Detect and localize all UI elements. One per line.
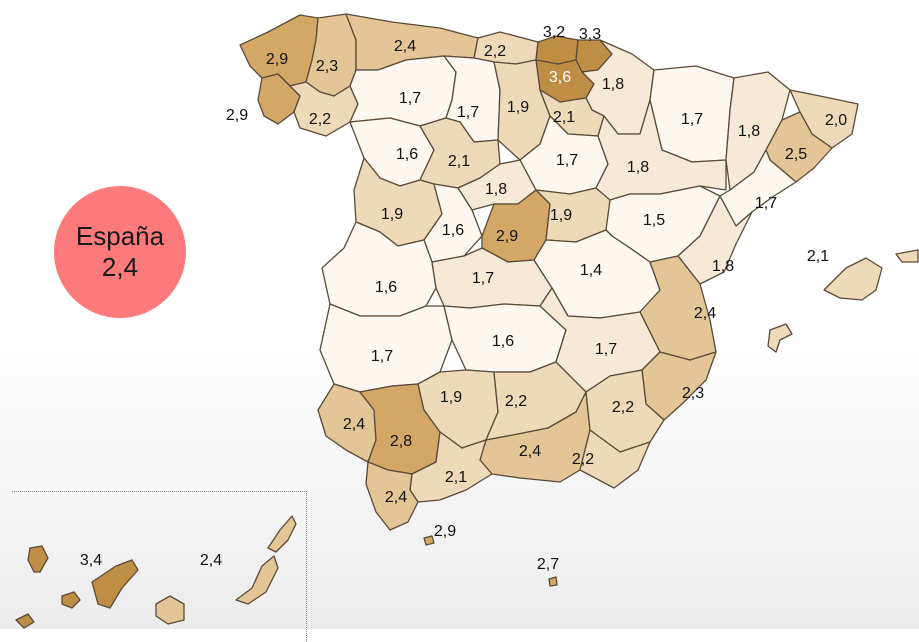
region-label-cordoba: 1,9 [440, 389, 462, 406]
region-label-palencia: 1,7 [457, 104, 479, 121]
region-shape-tarragona[interactable] [719, 149, 797, 227]
region-shape-ceuta[interactable] [423, 535, 435, 546]
region-shape-las-palmas-grancanaria[interactable] [155, 595, 185, 625]
region-label-huelva: 2,4 [343, 416, 365, 433]
region-label-a-coruna: 2,9 [266, 51, 288, 68]
region-label-cuenca: 1,4 [580, 262, 602, 279]
region-label-leon: 1,7 [399, 90, 421, 107]
region-shape-baleares-mallorca[interactable] [823, 257, 883, 301]
region-shape-sc-tenerife-gomera[interactable] [61, 591, 81, 609]
region-shape-baleares-menorca[interactable] [895, 249, 919, 263]
region-shape-sc-tenerife-tenerife[interactable] [91, 559, 139, 609]
region-label-toledo: 1,7 [472, 270, 494, 287]
region-label-almeria: 2,2 [572, 451, 594, 468]
region-label-badajoz: 1,7 [371, 348, 393, 365]
region-label-jaen: 2,2 [505, 393, 527, 410]
region-label-melilla: 2,7 [537, 556, 559, 573]
canary-islands-inset-frame [12, 491, 307, 642]
region-label-lugo: 2,3 [316, 58, 338, 75]
region-label-alicante: 2,3 [682, 385, 704, 402]
region-label-sevilla: 2,8 [390, 433, 412, 450]
region-label-lleida: 1,8 [738, 123, 760, 140]
region-label-ceuta: 2,9 [434, 523, 456, 540]
region-label-burgos: 1,9 [507, 99, 529, 116]
region-label-valencia: 2,4 [694, 305, 716, 322]
region-shape-almeria[interactable] [579, 429, 651, 489]
region-label-zamora: 1,6 [396, 146, 418, 163]
region-label-castellon: 1,8 [712, 258, 734, 275]
region-label-albacete: 1,7 [595, 341, 617, 358]
region-label-salamanca: 1,9 [381, 206, 403, 223]
region-label-madrid: 2,9 [496, 228, 518, 245]
region-label-caceres: 1,6 [375, 279, 397, 296]
region-shape-castellon[interactable] [677, 195, 753, 285]
region-label-las-palmas: 2,4 [200, 552, 222, 569]
region-shape-cadiz[interactable] [365, 461, 419, 531]
region-label-girona: 2,0 [825, 112, 847, 129]
region-label-navarra: 1,8 [602, 76, 624, 93]
region-shape-sc-tenerife-hierro[interactable] [15, 613, 35, 629]
region-label-zaragoza: 1,8 [627, 159, 649, 176]
region-label-baleares: 2,1 [807, 248, 829, 265]
region-label-avila: 1,6 [442, 222, 464, 239]
region-label-pontevedra: 2,9 [226, 107, 248, 124]
national-average-name: España [75, 221, 165, 251]
region-label-bizkaia: 3,2 [543, 24, 565, 41]
region-shape-baleares-ibiza[interactable] [767, 323, 793, 353]
region-label-huesca: 1,7 [681, 111, 703, 128]
national-average-value: 2,4 [101, 252, 139, 282]
region-label-gipuzkoa: 3,3 [579, 26, 601, 43]
region-shape-sc-tenerife-lapalma[interactable] [27, 545, 49, 573]
region-label-ourense: 2,2 [309, 111, 331, 128]
region-label-la-rioja: 2,1 [553, 109, 575, 126]
region-label-sc-tenerife: 3,4 [80, 552, 102, 569]
region-label-tarragona: 1,7 [755, 195, 777, 212]
region-shape-las-palmas-fuerteventura[interactable] [235, 555, 279, 605]
spain-province-map: 2,9 2,3 2,4 2,9 2,2 2,2 3,2 3,3 3,6 1,8 … [15, 13, 919, 629]
region-label-granada: 2,4 [519, 443, 541, 460]
national-average-badge: España 2,4 [54, 186, 186, 318]
region-label-soria: 1,7 [556, 152, 578, 169]
region-label-ciudad-real: 1,6 [492, 333, 514, 350]
region-shape-zaragoza[interactable] [595, 99, 727, 201]
region-shape-las-palmas-lanzarote[interactable] [267, 515, 297, 553]
region-label-barcelona: 2,5 [785, 146, 807, 163]
region-label-guadalajara: 1,9 [550, 207, 572, 224]
region-shape-melilla[interactable] [548, 576, 558, 587]
region-label-segovia: 1,8 [485, 181, 507, 198]
region-label-teruel: 1,5 [643, 212, 665, 229]
region-label-asturias: 2,4 [394, 38, 416, 55]
region-label-murcia: 2,2 [612, 399, 634, 416]
region-label-alava: 3,6 [549, 69, 571, 86]
region-label-malaga: 2,1 [445, 469, 467, 486]
region-label-cadiz: 2,4 [385, 489, 407, 506]
region-label-valladolid: 2,1 [448, 153, 470, 170]
region-label-cantabria: 2,2 [484, 43, 506, 60]
